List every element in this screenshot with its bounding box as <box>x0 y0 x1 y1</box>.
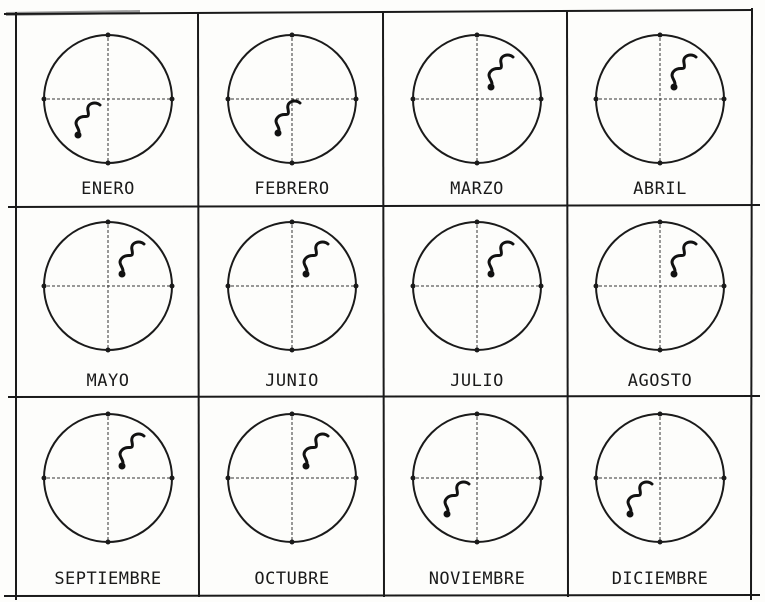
grid-frame <box>4 8 760 600</box>
month-label: NOVIEMBRE <box>429 569 526 589</box>
serpent-marker <box>304 242 328 274</box>
axis-point <box>658 348 663 353</box>
serpent-marker <box>628 482 652 514</box>
serpent-head <box>671 271 678 278</box>
serpent-head <box>488 84 495 91</box>
serpent-marker <box>76 103 100 135</box>
axis-point <box>290 161 295 166</box>
serpent-marker <box>304 434 328 466</box>
month-cell-marzo: MARZO <box>411 33 544 200</box>
axis-point <box>539 97 544 102</box>
serpent-marker <box>445 482 469 514</box>
axis-point <box>411 97 416 102</box>
axis-point <box>475 161 480 166</box>
month-label: AGOSTO <box>628 371 692 391</box>
month-label: ABRIL <box>633 179 687 199</box>
axis-point <box>106 540 111 545</box>
axis-point <box>170 476 175 481</box>
serpent-head <box>444 511 451 518</box>
serpent-head <box>119 271 126 278</box>
month-cell-enero: ENERO <box>42 33 175 200</box>
axis-point <box>594 284 599 289</box>
serpent-marker <box>276 101 300 133</box>
axis-point <box>539 284 544 289</box>
month-cell-diciembre: DICIEMBRE <box>594 412 727 590</box>
axis-point <box>475 540 480 545</box>
serpent-head <box>488 271 495 278</box>
axis-point <box>658 540 663 545</box>
axis-point <box>722 476 727 481</box>
axis-point <box>226 284 231 289</box>
serpent-head <box>275 130 282 137</box>
month-label: SEPTIEMBRE <box>54 569 161 589</box>
axis-point <box>354 476 359 481</box>
month-cell-julio: JULIO <box>411 220 544 392</box>
serpent-head <box>303 463 310 470</box>
serpent-head <box>671 84 678 91</box>
axis-point <box>658 220 663 225</box>
axis-point <box>42 284 47 289</box>
axis-point <box>722 284 727 289</box>
axis-point <box>106 220 111 225</box>
axis-point <box>106 348 111 353</box>
serpent-marker <box>489 242 513 274</box>
axis-point <box>290 348 295 353</box>
month-cell-octubre: OCTUBRE <box>226 412 359 590</box>
serpent-head <box>303 271 310 278</box>
month-cell-abril: ABRIL <box>594 33 727 200</box>
serpent-head <box>75 132 82 139</box>
month-label: DICIEMBRE <box>612 569 709 589</box>
month-label: MARZO <box>450 179 504 199</box>
serpent-marker <box>120 242 144 274</box>
axis-point <box>354 284 359 289</box>
month-label: FEBRERO <box>254 179 329 199</box>
axis-point <box>354 97 359 102</box>
axis-point <box>106 161 111 166</box>
month-label: MAYO <box>87 371 130 391</box>
month-cell-noviembre: NOVIEMBRE <box>411 412 544 590</box>
month-cell-febrero: FEBRERO <box>226 33 359 200</box>
axis-point <box>106 412 111 417</box>
serpent-marker <box>489 55 513 87</box>
serpent-marker <box>120 434 144 466</box>
month-label: JULIO <box>450 371 504 391</box>
axis-point <box>411 476 416 481</box>
axis-point <box>594 476 599 481</box>
axis-point <box>226 97 231 102</box>
month-cell-agosto: AGOSTO <box>594 220 727 392</box>
axis-point <box>658 412 663 417</box>
axis-point <box>290 220 295 225</box>
axis-point <box>658 161 663 166</box>
month-label: JUNIO <box>265 371 319 391</box>
axis-point <box>722 97 727 102</box>
month-cell-junio: JUNIO <box>226 220 359 392</box>
axis-point <box>170 284 175 289</box>
month-cell-mayo: MAYO <box>42 220 175 392</box>
axis-point <box>290 33 295 38</box>
axis-point <box>290 412 295 417</box>
axis-point <box>170 97 175 102</box>
axis-point <box>42 97 47 102</box>
axis-point <box>42 476 47 481</box>
axis-point <box>658 33 663 38</box>
axis-point <box>106 33 111 38</box>
serpent-marker <box>672 242 696 274</box>
axis-point <box>475 220 480 225</box>
axis-point <box>226 476 231 481</box>
month-label: OCTUBRE <box>254 569 329 589</box>
axis-point <box>475 348 480 353</box>
axis-point <box>411 284 416 289</box>
serpent-head <box>119 463 126 470</box>
serpent-marker <box>672 55 696 87</box>
month-label: ENERO <box>81 179 135 199</box>
axis-point <box>475 412 480 417</box>
axis-point <box>290 540 295 545</box>
axis-point <box>594 97 599 102</box>
serpent-head <box>627 511 634 518</box>
axis-point <box>475 33 480 38</box>
axis-point <box>539 476 544 481</box>
month-cell-septiembre: SEPTIEMBRE <box>42 412 175 590</box>
